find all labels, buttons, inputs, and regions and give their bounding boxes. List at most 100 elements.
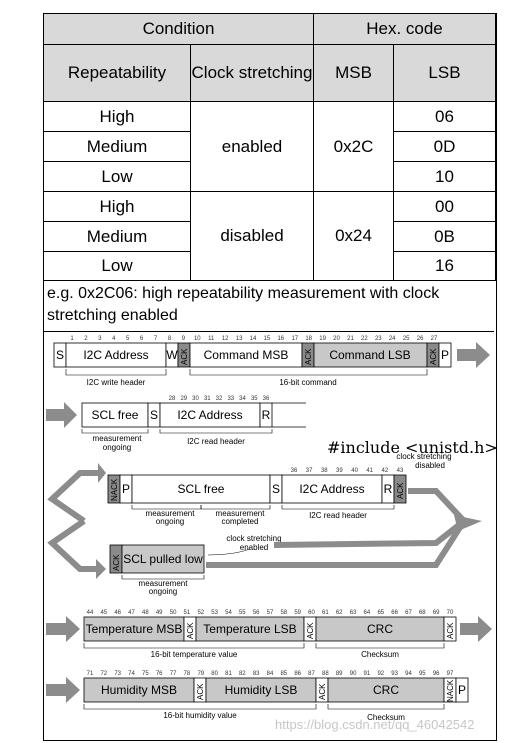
bit-number: 42: [382, 468, 389, 474]
bit-number: 3: [98, 336, 102, 342]
humidity-lsb-block: [205, 677, 317, 703]
bit-number: 2: [84, 336, 88, 342]
i2c-timing-diagram: .bx { fill:#ffffff; stroke:#000; stroke-…: [46, 336, 492, 722]
hex-code-header: Hex. code: [313, 13, 496, 45]
bit-number: 53: [211, 610, 218, 616]
temperature-msb-block: [83, 616, 185, 642]
checksum-label: Checksum: [367, 713, 405, 722]
bit-number: 24: [389, 336, 396, 342]
bit-number: 77: [170, 671, 177, 677]
flow-arrow: [98, 463, 106, 483]
flow-arrow: [46, 677, 80, 703]
bit-number: 33: [227, 396, 234, 402]
completed-bracket: [200, 505, 271, 510]
bit-number: 21: [347, 336, 354, 342]
repeatability-cell: Medium: [43, 221, 191, 252]
repeatability-cell: High: [43, 191, 191, 222]
crc-label: CRC: [373, 683, 399, 697]
temperature-16bit-label: 16-bit temperature value: [151, 650, 238, 659]
bit-number: 58: [280, 610, 287, 616]
ack-label: ACK: [429, 348, 438, 365]
read-label: R: [262, 408, 271, 422]
scl-free-label: SCL free: [92, 408, 139, 422]
scl-pulled-low-label: SCL pulled low: [123, 552, 203, 566]
bit-number: 47: [128, 610, 135, 616]
checksum-label: Checksum: [361, 650, 399, 659]
bit-number: 4: [112, 336, 116, 342]
bit-number: 97: [447, 671, 454, 677]
lsb-cell: 06: [393, 101, 496, 132]
bit-number: 74: [128, 671, 135, 677]
stop-label: P: [458, 683, 466, 697]
bit-number: 46: [114, 610, 121, 616]
flow-arrow: [460, 616, 492, 642]
i2c-address-block: [65, 342, 167, 368]
bit-number: 5: [126, 336, 130, 342]
i2c-address-block: [159, 402, 261, 428]
crc-label: CRC: [367, 622, 393, 636]
bit-number: 93: [391, 671, 398, 677]
bit-number: 67: [405, 610, 412, 616]
temperature-bracket: [83, 643, 305, 649]
bit-number: 31: [204, 396, 211, 402]
bit-number: 68: [419, 610, 426, 616]
bit-number: 38: [321, 468, 328, 474]
clock-disabled-cell: disabled: [190, 191, 314, 281]
checksum-bracket: [315, 643, 445, 649]
temperature-lsb-label: Temperature LSB: [203, 622, 296, 636]
stop-label: P: [122, 482, 130, 496]
humidity-16bit-label: 16-bit humidity value: [163, 711, 237, 720]
command-lsb-label: Command LSB: [329, 348, 410, 362]
ack-block: [443, 616, 457, 642]
bit-number: 44: [87, 610, 94, 616]
nack-label: NACK: [110, 478, 119, 501]
bit-number: 59: [294, 610, 301, 616]
bit-number: 52: [197, 610, 204, 616]
row-humidity: Humidity MSB ACK Humidity LSB ACK CRC NA…: [46, 671, 469, 722]
command-msb-label: Command MSB: [204, 348, 289, 362]
start-label: S: [56, 348, 64, 362]
flow-arrow: [457, 342, 490, 368]
condition-header: Condition: [43, 13, 314, 45]
ongoing-line: ongoing: [103, 443, 131, 452]
repeatability-cell: Medium: [43, 131, 191, 162]
bit-number: 50: [170, 610, 177, 616]
humidity-msb-block: [83, 677, 195, 703]
i2c-read-header-label: I2C read header: [309, 511, 367, 520]
msb-disabled-cell: 0x24: [313, 191, 394, 281]
bit-number: 96: [433, 671, 440, 677]
bit-number: 83: [253, 671, 260, 677]
lsb-cell: 0B: [393, 221, 496, 252]
ack-label: ACK: [306, 622, 315, 639]
i2c-address-label: I2C Address: [299, 482, 364, 496]
bit-number: 20: [333, 336, 340, 342]
bit-number: 82: [239, 671, 246, 677]
start-label: S: [150, 408, 158, 422]
bit-number: 10: [194, 336, 201, 342]
repeatability-header: Repeatability: [43, 44, 191, 102]
bit-number: 36: [263, 396, 270, 402]
ack-label: ACK: [186, 622, 195, 639]
bit-number: 86: [294, 671, 301, 677]
disabled-line: disabled: [415, 461, 445, 470]
bit-number: 62: [336, 610, 343, 616]
measurement-line: measurement: [139, 579, 189, 588]
ack-label: ACK: [446, 622, 455, 639]
ack-label: ACK: [396, 482, 405, 499]
bit-number: 13: [236, 336, 243, 342]
bit-number: 6: [140, 336, 144, 342]
clock-stretching-line: clock stretching: [396, 452, 451, 461]
lsb-header: LSB: [393, 44, 496, 102]
repeatability-cell: Low: [43, 251, 191, 281]
scl-free-block: [131, 474, 271, 504]
bit-number: 29: [180, 396, 187, 402]
bit-number: 16: [277, 336, 284, 342]
ack-block: [393, 474, 407, 504]
ack-label: ACK: [304, 348, 313, 365]
